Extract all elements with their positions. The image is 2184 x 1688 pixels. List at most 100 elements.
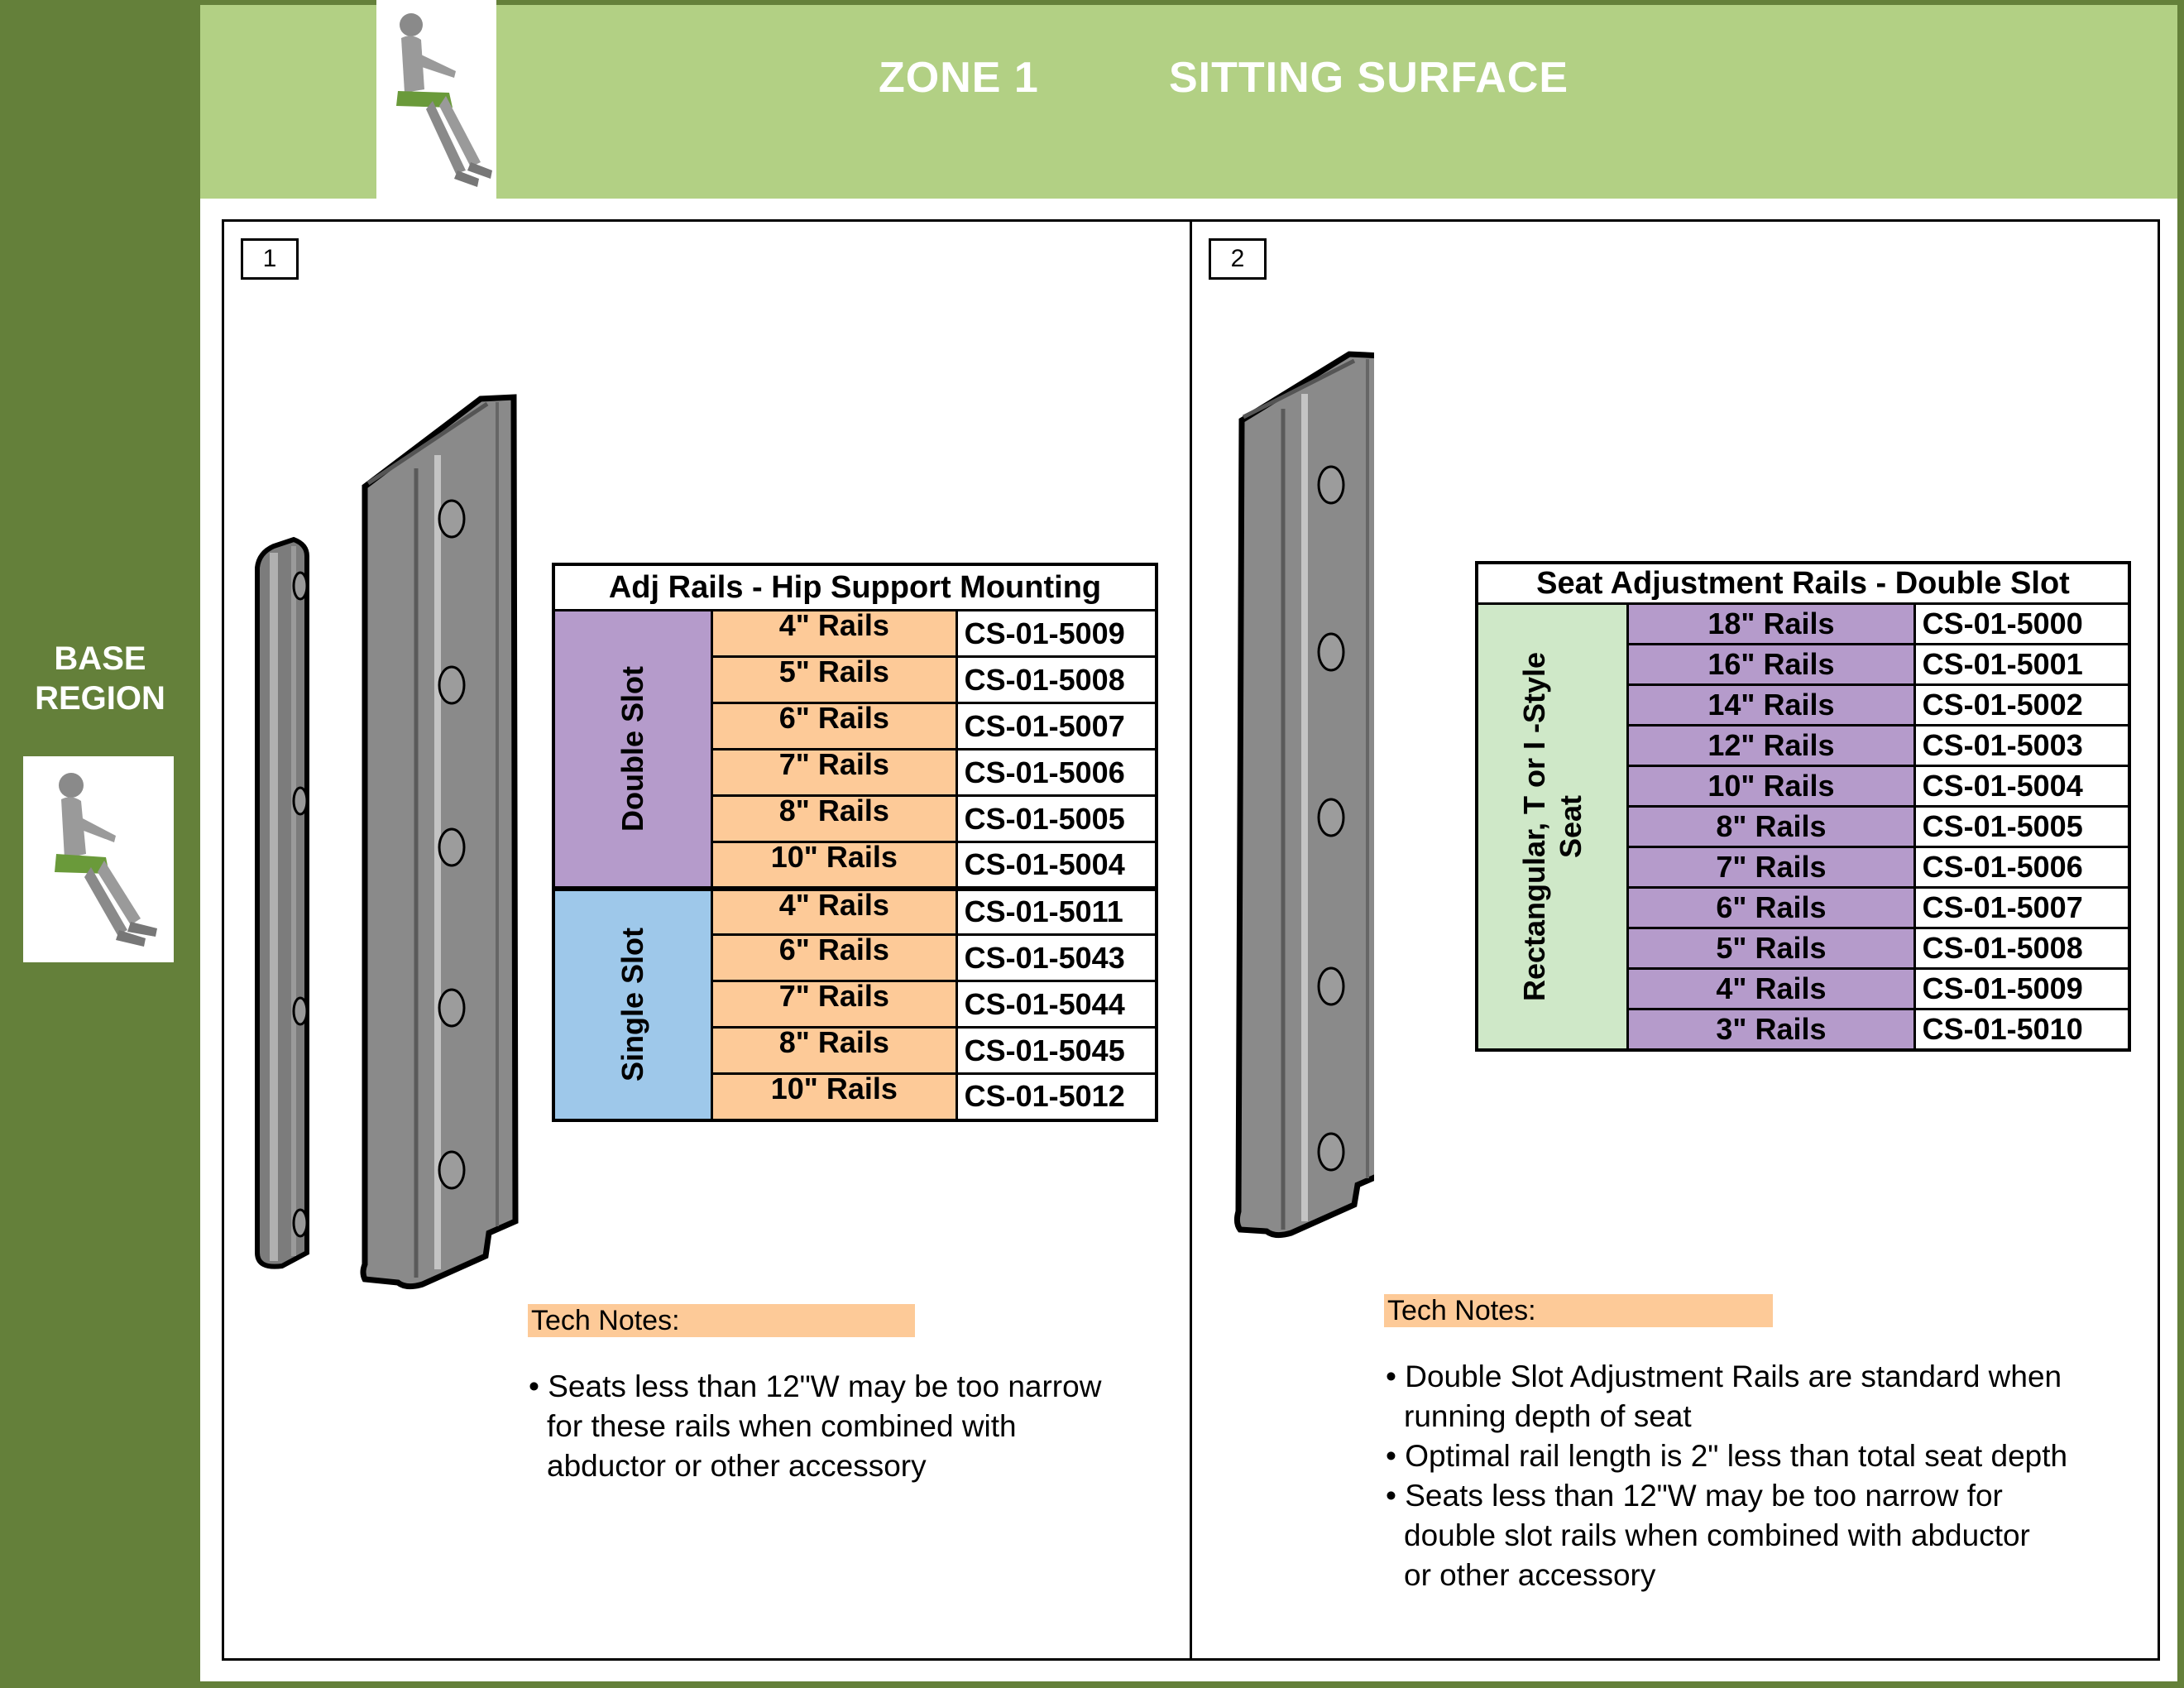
slot-group-label: Double Slot [615, 665, 650, 832]
panel-2: 2 Seat Adjustment Rails - Double Slot Re… [1190, 219, 2160, 1661]
panel-1: 1 Adj Rails - Hip Support Mounting Doubl… [222, 219, 1192, 1661]
seat-type-line1: Rectangular, T or I -Style [1516, 651, 1551, 1001]
rail-length: 4" Rails [711, 609, 958, 658]
rail-length: 7" Rails [711, 980, 958, 1029]
rail-length: 16" Rails [1626, 643, 1916, 686]
rail-length: 4" Rails [1626, 967, 1916, 1010]
part-number: CS-01-5005 [1913, 805, 2131, 848]
rail-illustration [255, 394, 519, 1290]
part-number: CS-01-5004 [1913, 765, 2131, 808]
part-number: CS-01-5004 [955, 841, 1158, 890]
part-number: CS-01-5006 [955, 748, 1158, 797]
part-number: CS-01-5001 [1913, 643, 2131, 686]
part-number: CS-01-5000 [1913, 602, 2131, 645]
note-line: • Optimal rail length is 2" less than to… [1386, 1439, 2068, 1473]
part-number: CS-01-5011 [955, 885, 1158, 936]
rail-length: 8" Rails [711, 794, 958, 843]
region-label: BASE REGION [0, 639, 200, 718]
right-band [2177, 0, 2184, 1688]
note-line: • Seats less than 12"W may be too narrow… [1386, 1479, 2003, 1513]
part-number: CS-01-5009 [955, 609, 1158, 658]
rail-length: 18" Rails [1626, 602, 1916, 645]
part-number: CS-01-5007 [1913, 886, 2131, 929]
page-title: SITTING SURFACE [1169, 54, 1569, 102]
seat-type-line2: Seat [1553, 794, 1588, 858]
note-line: abductor or other accessory [547, 1449, 927, 1483]
part-number: CS-01-5002 [1913, 683, 2131, 727]
rail-length: 7" Rails [711, 748, 958, 797]
region-label-line2: REGION [35, 680, 165, 717]
part-number: CS-01-5044 [955, 980, 1158, 1029]
note-line: • Seats less than 12"W may be too narrow [529, 1369, 1102, 1403]
part-number: CS-01-5009 [1913, 967, 2131, 1010]
table-title: Seat Adjustment Rails - Double Slot [1475, 561, 2131, 605]
rail-length: 6" Rails [711, 933, 958, 982]
rail-length: 5" Rails [711, 655, 958, 704]
rail-length: 10" Rails [711, 1072, 958, 1121]
part-number: CS-01-5010 [1913, 1008, 2131, 1051]
rail-length: 4" Rails [711, 885, 958, 936]
rail-length: 8" Rails [1626, 805, 1916, 848]
rail-length: 8" Rails [711, 1026, 958, 1075]
slot-group-cell: Single Slot [552, 885, 714, 1121]
rail-length: 6" Rails [711, 702, 958, 750]
part-number: CS-01-5003 [1913, 724, 2131, 767]
rail-length: 7" Rails [1626, 846, 1916, 889]
note-line: for these rails when combined with [547, 1409, 1017, 1443]
part-number: CS-01-5043 [955, 933, 1158, 982]
slot-group-cell: Double Slot [552, 609, 714, 890]
rail-length: 10" Rails [1626, 765, 1916, 808]
part-number: CS-01-5008 [1913, 927, 2131, 970]
part-number: CS-01-5012 [955, 1072, 1158, 1121]
header-band [200, 0, 2184, 199]
rail-length: 10" Rails [711, 841, 958, 890]
rail-length: 3" Rails [1626, 1008, 1916, 1051]
hip-support-rails-table: Adj Rails - Hip Support Mounting Double … [552, 563, 1158, 1122]
panel-number: 1 [241, 238, 299, 280]
table-title: Adj Rails - Hip Support Mounting [552, 563, 1158, 611]
tech-notes-label: Tech Notes: [1384, 1294, 1773, 1327]
zone-label: ZONE 1 [879, 54, 1039, 102]
region-label-line1: BASE [54, 640, 146, 677]
rail-length: 14" Rails [1626, 683, 1916, 727]
note-line: or other accessory [1404, 1558, 1656, 1592]
rail-length: 6" Rails [1626, 886, 1916, 929]
part-number: CS-01-5045 [955, 1026, 1158, 1075]
tech-notes: • Seats less than 12"W may be too narrow… [529, 1367, 1174, 1486]
part-number: CS-01-5008 [955, 655, 1158, 704]
seated-figure-icon [376, 0, 496, 199]
part-number: CS-01-5006 [1913, 846, 2131, 889]
part-number: CS-01-5007 [955, 702, 1158, 750]
note-line: double slot rails when combined with abd… [1404, 1518, 2030, 1552]
panel-number: 2 [1209, 238, 1267, 280]
slot-group-label: Single Slot [615, 927, 650, 1082]
seat-adjustment-rails-table: Seat Adjustment Rails - Double Slot Rect… [1475, 561, 2131, 1052]
rail-illustration [1233, 351, 1374, 1239]
tech-notes: • Double Slot Adjustment Rails are stand… [1386, 1357, 2147, 1595]
bottom-band [200, 1681, 2184, 1688]
seated-figure-icon [23, 756, 174, 962]
rail-length: 12" Rails [1626, 724, 1916, 767]
